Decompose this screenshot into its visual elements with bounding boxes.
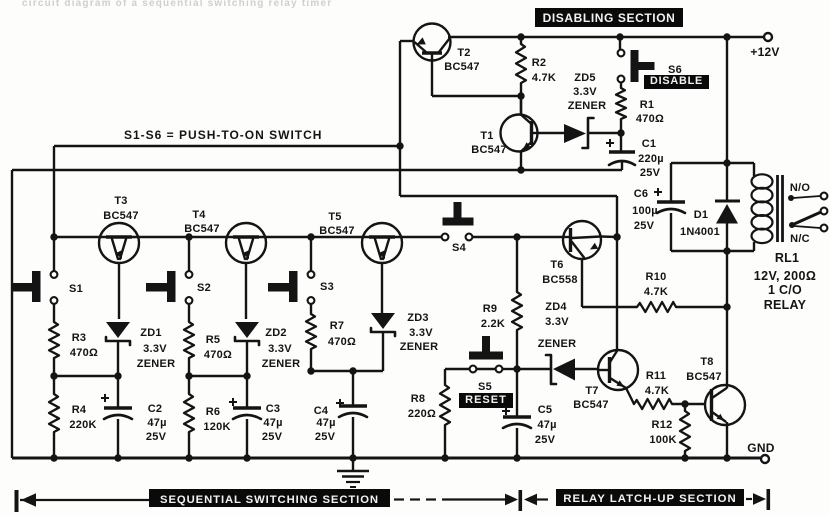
svg-text:ZENER: ZENER: [568, 100, 607, 112]
svg-text:3.3V: 3.3V: [143, 343, 167, 355]
svg-text:T4: T4: [192, 209, 206, 221]
svg-text:120K: 120K: [203, 421, 230, 433]
svg-text:470Ω: 470Ω: [328, 336, 356, 348]
svg-text:GND: GND: [747, 441, 775, 455]
svg-text:S1: S1: [69, 283, 83, 295]
svg-text:ZENER: ZENER: [262, 358, 301, 370]
svg-text:12V, 200Ω: 12V, 200Ω: [754, 269, 817, 283]
svg-text:R9: R9: [483, 303, 498, 315]
svg-text:S2: S2: [197, 282, 211, 294]
svg-text:3.3V: 3.3V: [573, 86, 597, 98]
svg-text:25V: 25V: [315, 431, 336, 443]
svg-text:DISABLING SECTION: DISABLING SECTION: [543, 11, 676, 25]
svg-text:RL1: RL1: [775, 251, 799, 265]
svg-text:3.3V: 3.3V: [268, 343, 292, 355]
svg-text:470Ω: 470Ω: [636, 113, 664, 125]
svg-text:T5: T5: [328, 211, 341, 223]
svg-text:T3: T3: [114, 195, 127, 207]
svg-text:S6: S6: [668, 64, 682, 76]
svg-text:2.2K: 2.2K: [481, 318, 505, 330]
svg-text:C4: C4: [314, 405, 329, 417]
svg-text:100K: 100K: [649, 434, 676, 446]
svg-text:R6: R6: [206, 406, 221, 418]
svg-text:1 C/O: 1 C/O: [768, 283, 802, 297]
svg-text:ZENER: ZENER: [137, 358, 176, 370]
svg-text:4.7K: 4.7K: [645, 385, 669, 397]
svg-text:ZD2: ZD2: [265, 327, 287, 339]
svg-text:S3: S3: [320, 281, 334, 293]
svg-text:BC547: BC547: [319, 225, 355, 237]
svg-text:470Ω: 470Ω: [204, 349, 232, 361]
svg-text:R1: R1: [640, 99, 655, 111]
svg-text:BC547: BC547: [471, 144, 507, 156]
svg-text:ZD3: ZD3: [407, 312, 429, 324]
svg-text:3.3V: 3.3V: [545, 316, 569, 328]
svg-text:470Ω: 470Ω: [70, 347, 98, 359]
svg-text:C6: C6: [634, 188, 649, 200]
svg-text:ZENER: ZENER: [538, 338, 577, 350]
svg-text:C5: C5: [538, 404, 553, 416]
svg-text:4.7K: 4.7K: [532, 72, 556, 84]
svg-text:ZENER: ZENER: [400, 341, 439, 353]
svg-text:ZD5: ZD5: [574, 72, 596, 84]
svg-text:R4: R4: [72, 404, 87, 416]
svg-text:D1: D1: [694, 209, 709, 221]
svg-text:R2: R2: [532, 57, 547, 69]
svg-text:N/O: N/O: [790, 182, 811, 194]
svg-text:BC547: BC547: [184, 223, 220, 235]
svg-text:circuit diagram of a sequentia: circuit diagram of a sequential switchin…: [22, 0, 332, 9]
svg-text:C1: C1: [642, 138, 657, 150]
svg-text:25V: 25V: [535, 434, 556, 446]
svg-text:ZD1: ZD1: [140, 327, 162, 339]
svg-text:C3: C3: [266, 403, 281, 415]
svg-text:RESET: RESET: [465, 394, 507, 406]
svg-text:S5: S5: [478, 381, 492, 393]
svg-text:S1-S6 = PUSH-TO-ON SWITCH: S1-S6 = PUSH-TO-ON SWITCH: [124, 128, 322, 142]
svg-text:T6: T6: [550, 259, 563, 271]
svg-text:25V: 25V: [146, 431, 167, 443]
svg-text:C2: C2: [148, 403, 163, 415]
svg-text:47µ: 47µ: [263, 417, 282, 429]
svg-text:T7: T7: [585, 385, 598, 397]
svg-text:R11: R11: [646, 370, 666, 382]
svg-text:R5: R5: [206, 334, 221, 346]
svg-text:+12V: +12V: [750, 45, 779, 59]
svg-text:R3: R3: [72, 332, 87, 344]
svg-text:25V: 25V: [634, 220, 655, 232]
svg-text:N/C: N/C: [790, 233, 810, 245]
svg-text:BC547: BC547: [103, 210, 139, 222]
svg-text:R10: R10: [646, 271, 667, 283]
svg-text:DISABLE: DISABLE: [650, 75, 703, 87]
svg-text:RELAY LATCH-UP SECTION: RELAY LATCH-UP SECTION: [563, 493, 736, 505]
svg-text:R8: R8: [411, 393, 426, 405]
svg-text:BC547: BC547: [444, 61, 480, 73]
svg-text:220Ω: 220Ω: [408, 408, 436, 420]
svg-text:47µ: 47µ: [147, 417, 166, 429]
svg-text:100µ: 100µ: [632, 205, 658, 217]
svg-text:4.7K: 4.7K: [644, 286, 668, 298]
svg-text:1N4001: 1N4001: [680, 226, 720, 238]
svg-text:BC547: BC547: [573, 399, 609, 411]
svg-text:T8: T8: [700, 356, 713, 368]
svg-text:3.3V: 3.3V: [409, 327, 433, 339]
svg-text:ZD4: ZD4: [545, 301, 567, 313]
svg-text:220K: 220K: [69, 419, 96, 431]
svg-text:BC547: BC547: [686, 371, 722, 383]
svg-text:25V: 25V: [262, 431, 283, 443]
svg-text:SEQUENTIAL SWITCHING SECTION: SEQUENTIAL SWITCHING SECTION: [160, 494, 379, 506]
svg-text:BC558: BC558: [542, 274, 578, 286]
svg-text:RELAY: RELAY: [764, 298, 807, 312]
svg-text:47µ: 47µ: [537, 419, 556, 431]
svg-text:T2: T2: [457, 47, 470, 59]
svg-text:R7: R7: [330, 320, 345, 332]
svg-text:220µ: 220µ: [638, 153, 664, 165]
svg-text:47µ: 47µ: [316, 417, 335, 429]
svg-text:S4: S4: [452, 242, 467, 254]
svg-text:T1: T1: [480, 130, 493, 142]
svg-text:25V: 25V: [640, 167, 661, 179]
svg-text:R12: R12: [652, 419, 673, 431]
